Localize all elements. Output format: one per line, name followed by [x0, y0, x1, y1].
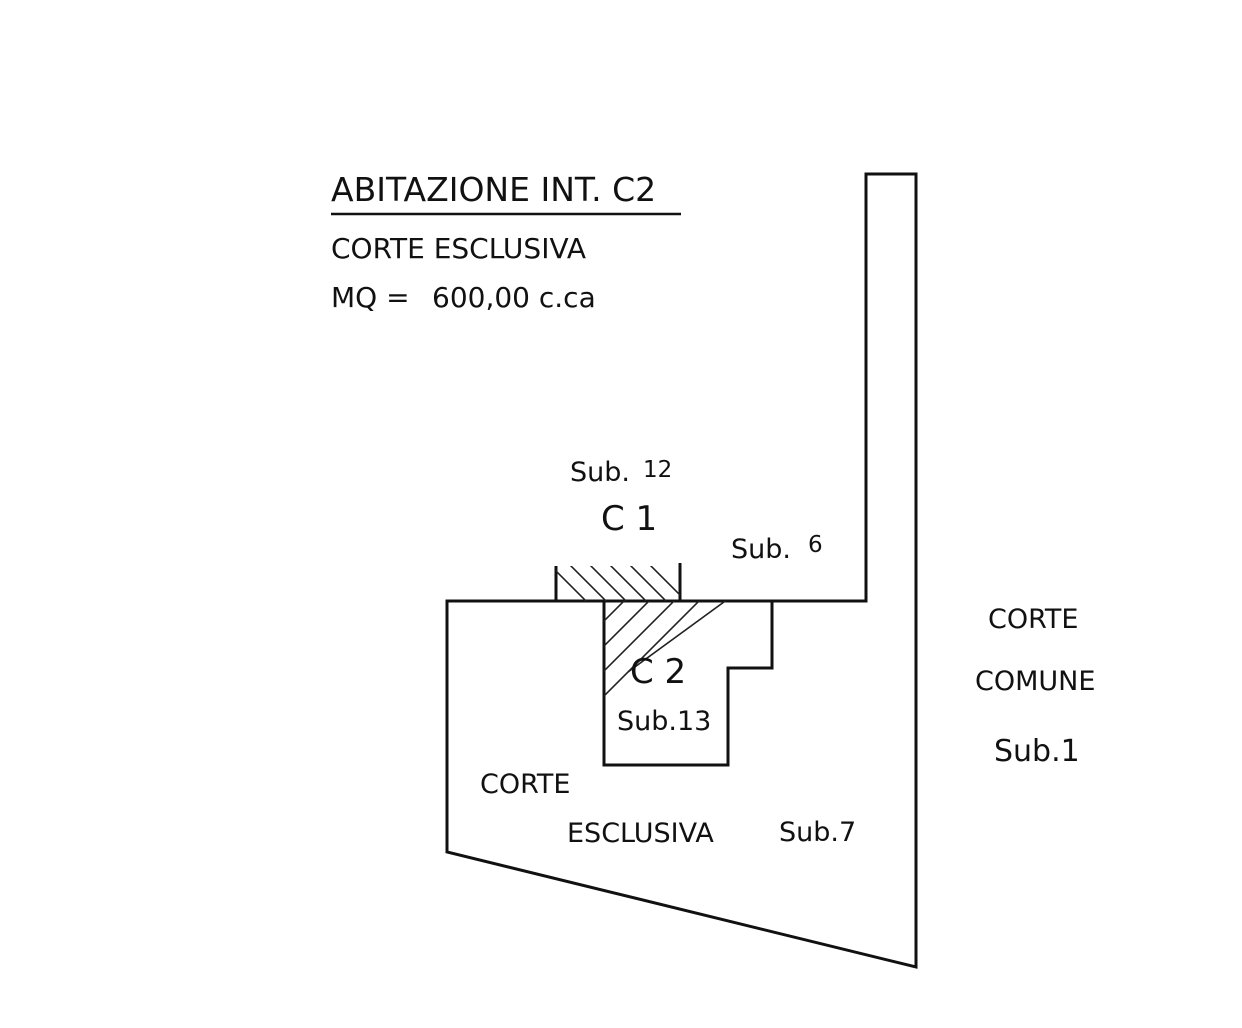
corte-esclusiva-outline: [445, 172, 918, 969]
area-value: 600,00 c.ca: [432, 281, 596, 314]
plan-title: ABITAZIONE INT. C2: [331, 170, 656, 209]
corte-comune-line1: CORTE: [988, 604, 1078, 635]
unit-c2-outline: [602, 601, 774, 767]
corte-comune-line2: COMUNE: [975, 666, 1095, 697]
corte-esclusiva-line2: ESCLUSIVA: [567, 818, 714, 849]
sub6-prefix: Sub.: [731, 534, 791, 565]
sub1-label: Sub.1: [994, 734, 1080, 769]
c1-hatch: [556, 566, 680, 601]
sub12-prefix: Sub.: [570, 457, 630, 488]
area-label: MQ =: [331, 281, 410, 314]
corte-esclusiva-line1: CORTE: [480, 769, 570, 800]
sub12-number: 12: [643, 457, 672, 483]
sub13-label: Sub.13: [617, 706, 711, 737]
c2-label: C 2: [630, 652, 686, 692]
plan-subtitle: CORTE ESCLUSIVA: [331, 232, 586, 265]
c2-hatch: [604, 601, 729, 701]
sub6-number: 6: [808, 532, 823, 558]
c1-label: C 1: [601, 499, 657, 539]
sub7-label: Sub.7: [779, 817, 856, 848]
